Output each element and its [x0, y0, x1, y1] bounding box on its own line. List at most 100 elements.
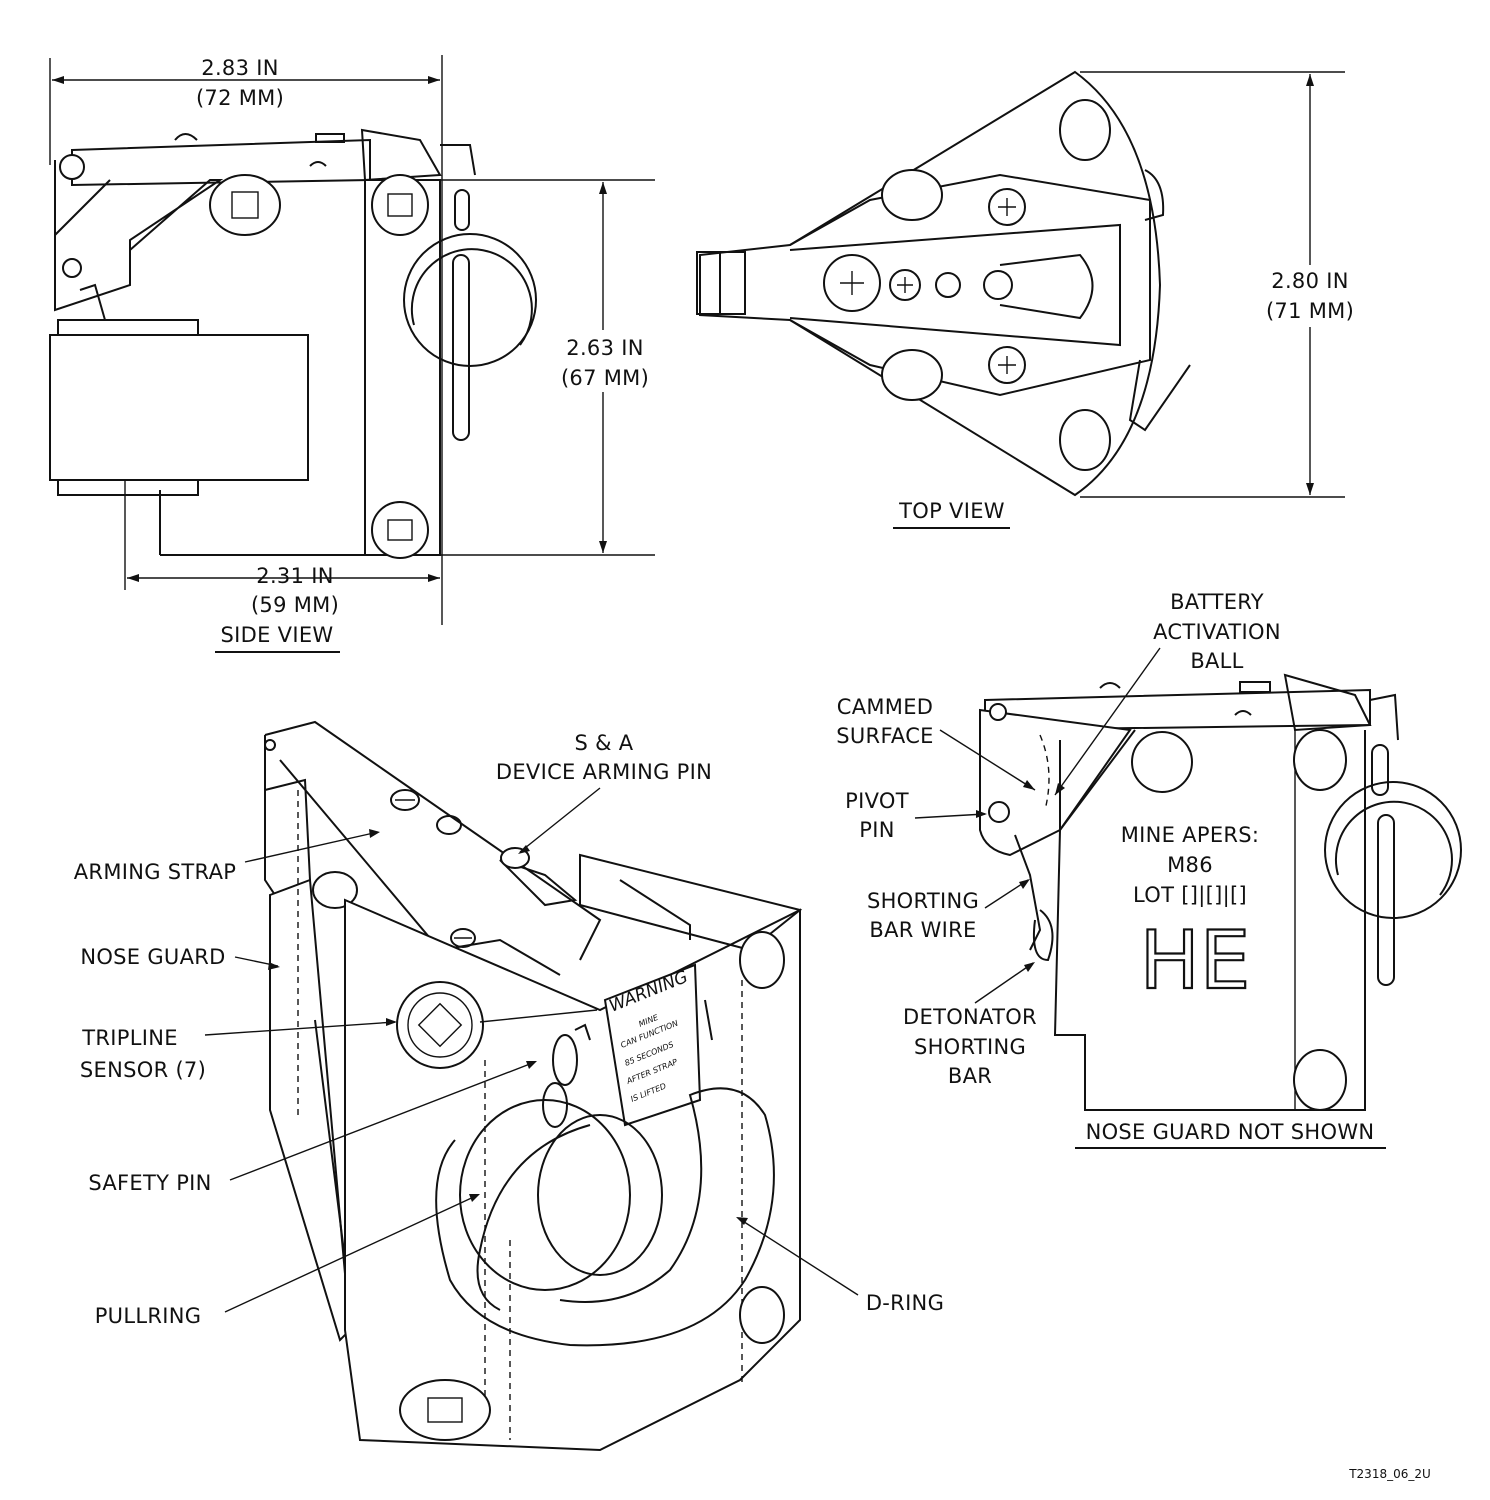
- arrow-base-left: [127, 574, 139, 582]
- isometric-view: WARNING MINE CAN FUNCTION 85 SECONDS AFT…: [74, 720, 944, 1452]
- ngns-cap: [1283, 673, 1372, 732]
- pullring-arrow: [469, 1194, 480, 1202]
- side-upper-sensor: [371, 174, 429, 236]
- side-chain-link: [454, 189, 470, 231]
- arrow-right: [428, 76, 440, 84]
- top-keyhole-2: [983, 270, 1013, 300]
- safety-pin-label: SAFETY PIN: [88, 1171, 211, 1195]
- detonator-label-2: SHORTING: [914, 1035, 1026, 1059]
- figure-id: T2318_06_2U: [1348, 1467, 1431, 1481]
- side-top-cap: [360, 128, 442, 182]
- detonator-leader: [974, 962, 1034, 1004]
- ngns-shorting-bar: [1032, 909, 1054, 962]
- side-screw-head: [174, 133, 198, 141]
- iso-pullring-inner: [537, 1114, 663, 1276]
- top-strap: [789, 223, 1121, 347]
- iso-pullring-arc: [476, 1124, 591, 1311]
- top-arrow-up: [1306, 74, 1314, 86]
- pivot-leader: [914, 813, 986, 819]
- detonator-label-3: BAR: [948, 1064, 992, 1088]
- top-arming-slot: [999, 253, 1094, 320]
- sa-label-1: S & A: [575, 731, 634, 755]
- ngns-pin-clip: [1369, 693, 1399, 741]
- ngns-tab: [1239, 681, 1271, 693]
- pivot-arrow: [976, 810, 987, 818]
- tripline-label-2: SENSOR (7): [80, 1058, 206, 1082]
- top-dim-bg: [1255, 265, 1367, 327]
- nose-guard-not-shown-view: MINE APERS: M86 LOT []|[]|[] HE BATTERY …: [836, 590, 1462, 1149]
- pivot-label-1: PIVOT: [845, 789, 909, 813]
- arming-strap-leader: [244, 831, 379, 863]
- top-keyhole-1: [935, 272, 961, 298]
- top-view-caption: TOP VIEW: [898, 499, 1005, 523]
- top-sensor-2: [881, 349, 943, 401]
- d-ring-label: D-RING: [866, 1291, 944, 1315]
- ngns-mine-he: HE: [1140, 914, 1251, 1007]
- iso-sensor-right-bottom: [739, 1286, 785, 1344]
- side-wire: [79, 283, 106, 321]
- side-width-in: 2.83 IN: [201, 56, 278, 80]
- ngns-screw-2: [1234, 710, 1252, 716]
- side-lower-sensor: [371, 501, 429, 559]
- iso-clip: [619, 879, 691, 940]
- side-screw-2: [309, 161, 327, 167]
- pivot-label-2: PIN: [859, 818, 894, 842]
- top-sensor-1: [881, 169, 943, 221]
- shorting-wire-label-2: BAR WIRE: [869, 918, 976, 942]
- sa-leader: [519, 787, 601, 853]
- battery-label-2: ACTIVATION: [1153, 620, 1281, 644]
- iso-arming-slot: [499, 859, 578, 907]
- top-height-mm: (71 MM): [1266, 299, 1354, 323]
- d-ring-arrow: [736, 1217, 748, 1225]
- iso-chain-link-2: [542, 1082, 568, 1128]
- detonator-arrow: [1024, 962, 1035, 972]
- side-width-mm: (72 MM): [196, 86, 284, 110]
- nose-guard-not-shown-caption: NOSE GUARD NOT SHOWN: [1086, 1120, 1375, 1144]
- iso-pullring-outer: [459, 1099, 631, 1291]
- side-tripline-oval: [209, 174, 281, 236]
- side-base-in: 2.31 IN: [256, 564, 333, 588]
- ngns-safety-pin: [1377, 814, 1395, 986]
- side-lower-sensor-sq: [387, 519, 413, 541]
- detonator-label-1: DETONATOR: [903, 1005, 1037, 1029]
- top-sensor-4: [1059, 409, 1111, 471]
- tripline-leader: [204, 1021, 396, 1036]
- iso-pin-clip: [574, 1023, 591, 1041]
- iso-d-ring: [435, 1087, 775, 1347]
- side-view: 2.83 IN (72 MM): [49, 55, 655, 653]
- pullring-label: PULLRING: [95, 1304, 202, 1328]
- side-upper-sensor-sq: [387, 193, 413, 217]
- ngns-mine-line2: M86: [1167, 853, 1213, 877]
- iso-tripline-sensor: [396, 981, 484, 1069]
- iso-tripline-diamond: [417, 1002, 463, 1048]
- ngns-mine-line1: MINE APERS:: [1121, 823, 1260, 847]
- ngns-body-diag: [1059, 729, 1136, 831]
- side-small-circle: [62, 258, 82, 278]
- ngns-pivot-pin: [988, 801, 1010, 823]
- ngns-nose: [979, 708, 1132, 857]
- iso-nose-hole: [312, 871, 358, 909]
- cammed-leader: [939, 729, 1036, 791]
- side-nose-line: [54, 179, 111, 236]
- d-ring-leader: [737, 1217, 859, 1296]
- safety-pin-leader: [229, 1061, 536, 1181]
- ngns-chain-link: [1371, 744, 1389, 796]
- iso-main-body: [344, 898, 801, 1452]
- top-screw-lower-cross: [998, 356, 1016, 374]
- top-sensor-3: [1059, 99, 1111, 161]
- top-screw-upper: [988, 188, 1026, 226]
- pullring-leader: [224, 1194, 479, 1313]
- top-screw-lower: [988, 346, 1026, 384]
- side-height-mm: (67 MM): [561, 366, 649, 390]
- tripline-arrow: [386, 1018, 397, 1026]
- side-pullring-inner: [410, 248, 533, 346]
- ngns-screw: [1099, 682, 1121, 689]
- ngns-shorting-wire: [1014, 834, 1042, 951]
- nose-guard-arrow: [268, 962, 280, 970]
- arming-strap-arrow: [369, 829, 380, 838]
- cammed-label-2: SURFACE: [836, 724, 933, 748]
- ngns-mine-line3: LOT []|[]|[]: [1133, 883, 1247, 908]
- arrow-base-right: [428, 574, 440, 582]
- iso-screw-2: [450, 928, 476, 948]
